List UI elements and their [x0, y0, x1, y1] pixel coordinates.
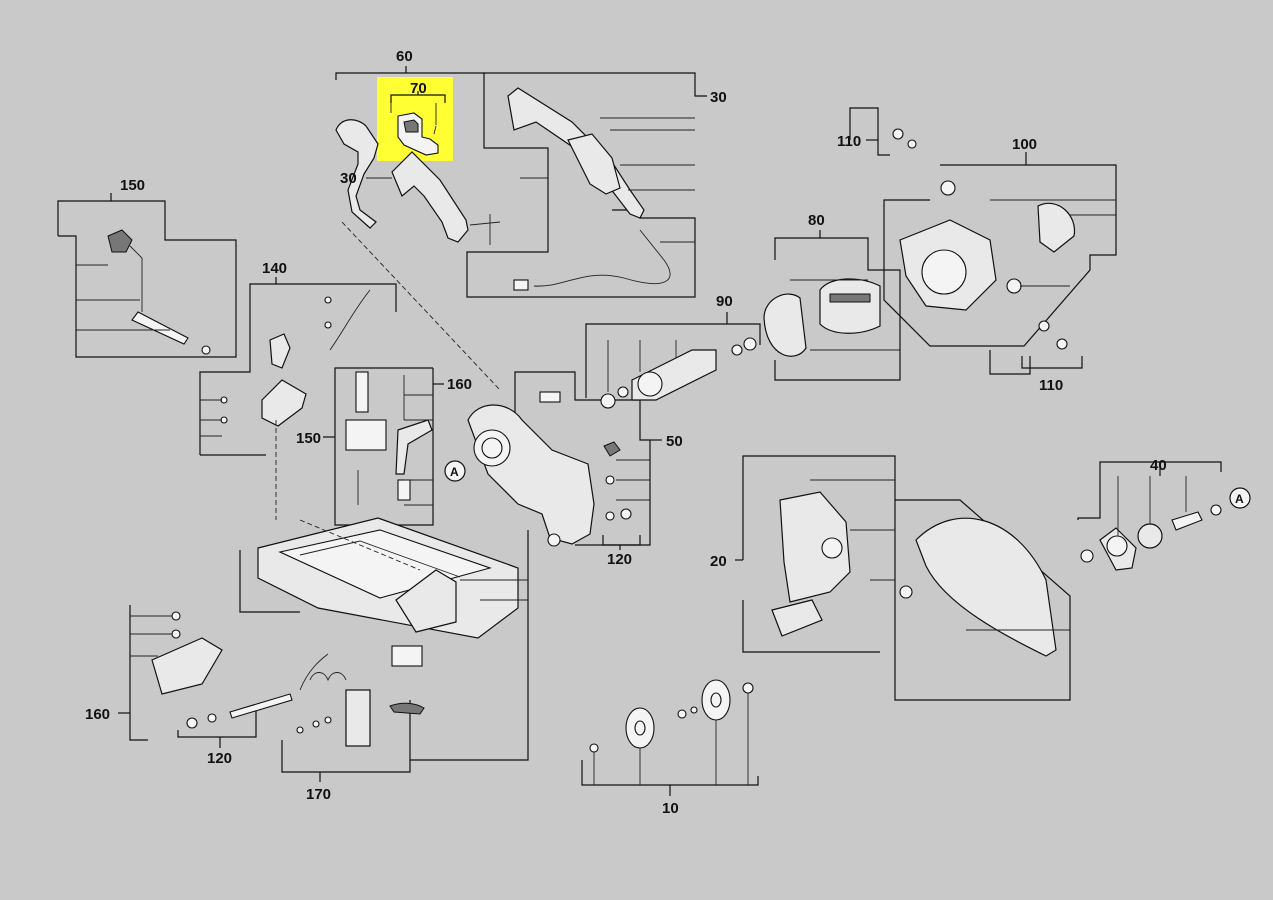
group-60-handle-assembly[interactable]: 60 30 30 — [335, 48, 727, 391]
callout-150-mid: 150 — [296, 430, 321, 447]
ref-marker-a-left: A — [450, 465, 459, 479]
callout-50: 50 — [666, 433, 683, 450]
group-70-brush-holder[interactable]: 70 — [377, 77, 453, 161]
group-20-blade-guard[interactable]: 20 — [710, 455, 1071, 701]
callout-110-top: 110 — [837, 133, 861, 150]
callout-20: 20 — [710, 553, 727, 570]
base-assembly[interactable] — [239, 517, 529, 761]
callout-150-top: 150 — [120, 177, 145, 194]
callout-10: 10 — [662, 800, 679, 817]
group-140-hold-down[interactable]: 140 — [199, 260, 397, 520]
group-160-150-vise[interactable]: 160 150 — [296, 367, 472, 526]
callout-160-mid: 160 — [447, 376, 472, 393]
callout-140: 140 — [262, 260, 287, 277]
group-50-gear-housing[interactable]: 50 A — [444, 371, 683, 547]
group-120-nuts[interactable]: 120 — [602, 441, 650, 568]
group-170-spring-stop[interactable]: 170 — [281, 672, 411, 804]
callout-120-bottom: 120 — [207, 750, 232, 767]
group-40-spindle[interactable]: 40 A — [1077, 457, 1251, 571]
ref-marker-a-right: A — [1235, 492, 1244, 506]
callout-40: 40 — [1150, 457, 1167, 474]
callout-100: 100 — [1012, 136, 1037, 153]
callout-160-bottom: 160 — [85, 706, 110, 723]
group-90-armature[interactable]: 90 — [585, 293, 761, 409]
group-80-field[interactable]: 80 — [763, 212, 901, 381]
group-150-lock-lever[interactable]: 150 — [57, 177, 237, 358]
callout-70: 70 — [410, 80, 427, 97]
callout-170: 170 — [306, 786, 331, 803]
callout-80: 80 — [808, 212, 825, 229]
group-160-fence[interactable]: 160 — [85, 605, 223, 741]
callout-110-bottom: 110 — [1039, 377, 1063, 394]
group-120-bottom[interactable]: 120 — [177, 653, 329, 767]
callout-30-right: 30 — [710, 89, 727, 106]
callout-120-mid: 120 — [607, 551, 632, 568]
callout-90: 90 — [716, 293, 733, 310]
group-10-wheel-flanges[interactable]: 10 — [581, 679, 759, 817]
callout-60: 60 — [396, 48, 413, 65]
group-100-motor-housing[interactable]: 110 100 110 — [837, 107, 1117, 394]
callout-30-left: 30 — [340, 170, 357, 187]
